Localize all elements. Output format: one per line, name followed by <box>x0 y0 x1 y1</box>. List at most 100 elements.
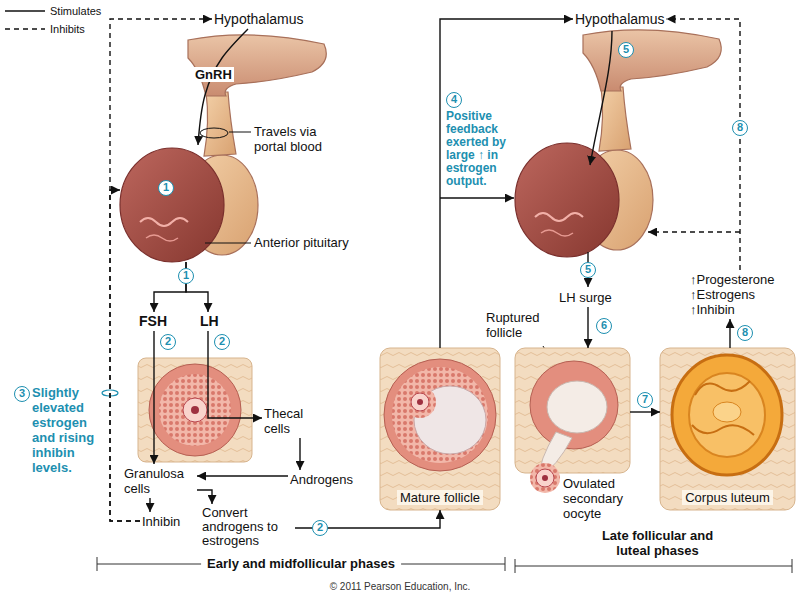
stimulate-connector <box>198 29 248 145</box>
region-label: Hypothalamus <box>573 10 667 29</box>
corpus-luteum-illustration <box>713 402 741 422</box>
legend-line-sample <box>4 23 46 35</box>
inhibit-connector <box>667 19 741 270</box>
stimulate-connector <box>440 19 573 348</box>
pituitary-gland: Anterior pituitary <box>120 145 252 262</box>
callout-number: 2 <box>160 334 176 350</box>
hormone-label: LH <box>198 312 221 331</box>
part-label: Travels via portal blood <box>254 124 346 154</box>
mature-follicle-illustration <box>380 348 500 510</box>
hormone-label: LH surge <box>557 288 614 307</box>
copyright-note: © 2011 Pearson Education, Inc. <box>330 581 471 593</box>
node-text: ↑Estrogens <box>690 287 775 302</box>
legend-line-sample <box>5 28 45 29</box>
node-text: Convert androgens to estrogens <box>202 506 293 548</box>
ruptured-follicle-illustration <box>515 348 630 473</box>
hormone-label: FSH <box>137 312 169 331</box>
node-text: LH <box>200 314 219 329</box>
callout-number: 5 <box>618 42 634 58</box>
cell-label: Granulosa cells <box>122 464 197 498</box>
callout-number: 6 <box>596 318 612 334</box>
process-label: Convert androgens to estrogens <box>200 504 295 550</box>
corpus-luteum-illustration <box>672 355 782 475</box>
callout-number: 2 <box>214 334 230 350</box>
leader-lines <box>205 243 251 244</box>
node-text: Ovulated secondary oocyte <box>563 476 638 521</box>
callout-number: 8 <box>737 325 753 341</box>
stimulate-connector <box>630 411 660 412</box>
feedback-arrows <box>440 31 740 287</box>
callout-number: 5 <box>580 262 596 278</box>
node-text: Thecal cells <box>264 406 322 436</box>
feedback-arrows <box>590 31 612 165</box>
hormone-label: Inhibin <box>140 512 182 531</box>
node-text: Inhibin <box>142 514 180 529</box>
follicle-panel: Mature follicle <box>380 348 500 510</box>
early-follicle <box>138 358 252 462</box>
callout-number: 3 <box>14 386 30 402</box>
corpus-luteum-illustration <box>689 373 765 457</box>
phase-bracket <box>515 559 792 573</box>
stimulate-connector <box>587 307 588 348</box>
stimulate-connector <box>197 475 288 476</box>
stimulate-connector <box>299 438 300 470</box>
legend-line-sample <box>5 10 45 11</box>
hormone-list: ↑Progesterone↑Estrogens↑Inhibin <box>688 270 777 319</box>
stimulate-connector <box>197 490 212 504</box>
stimulate-connector <box>729 319 730 348</box>
node-text: Hypothalamus <box>214 12 304 27</box>
node-text: Androgens <box>290 472 353 487</box>
callout-number: 4 <box>446 92 462 108</box>
hormone-label: Androgens <box>288 470 355 489</box>
region-label: Hypothalamus <box>212 10 306 29</box>
leader-lines <box>229 132 251 133</box>
ruptured-follicle-illustration <box>515 348 630 493</box>
follicle-panel: Ruptured follicleOvulated secondary oocy… <box>515 348 630 473</box>
feedback-arrows <box>648 231 740 232</box>
callout-number: 2 <box>312 520 328 536</box>
phase-bracket <box>97 557 792 573</box>
node-text: Anterior pituitary <box>254 235 349 250</box>
phase-bracket <box>97 557 505 571</box>
callout-number: 8 <box>732 120 748 136</box>
cell-label: Thecal cells <box>262 404 324 438</box>
stimulate-connector <box>153 331 154 464</box>
callout-number: 1 <box>178 268 194 284</box>
corpus-luteum-illustration <box>695 381 750 395</box>
mature-follicle-illustration <box>404 386 436 418</box>
node-text: FSH <box>139 314 167 329</box>
callout-number: 7 <box>637 392 653 408</box>
ruptured-follicle-illustration <box>536 469 554 487</box>
pituitary-illustration <box>515 30 721 257</box>
corpus-luteum-illustration <box>692 425 754 435</box>
ruptured-follicle-illustration <box>547 381 607 433</box>
legend-item: Stimulates <box>4 4 101 18</box>
early-follicle <box>149 364 241 456</box>
step-note: Slightly elevated estrogen and rising in… <box>32 385 104 475</box>
stimulate-connector <box>149 498 150 512</box>
legend-line-sample <box>4 5 46 17</box>
legend-item: Inhibits <box>4 22 85 36</box>
early-follicle <box>138 358 252 462</box>
node-text: Ruptured follicle <box>486 310 558 340</box>
ruptured-follicle-illustration <box>542 475 548 481</box>
mature-follicle-illustration <box>392 367 488 463</box>
legend-text: Stimulates <box>50 4 101 18</box>
feedback-arrows <box>440 197 514 198</box>
panel-caption: Corpus luteum <box>682 490 773 505</box>
ruptured-follicle-illustration <box>530 361 618 449</box>
inhibit-connector <box>110 19 212 521</box>
callout-number: 1 <box>158 180 174 196</box>
mature-follicle-illustration <box>384 359 496 471</box>
mature-follicle-illustration <box>411 393 429 411</box>
early-follicle <box>183 398 207 422</box>
early-follicle <box>191 406 199 414</box>
phase-label: Early and midfollicular phases <box>201 556 401 572</box>
corpus-luteum-illustration <box>660 348 795 510</box>
panel-caption: Mature follicle <box>397 490 483 505</box>
ruptured-follicle-illustration <box>530 463 560 493</box>
node-text: LH surge <box>559 290 612 305</box>
